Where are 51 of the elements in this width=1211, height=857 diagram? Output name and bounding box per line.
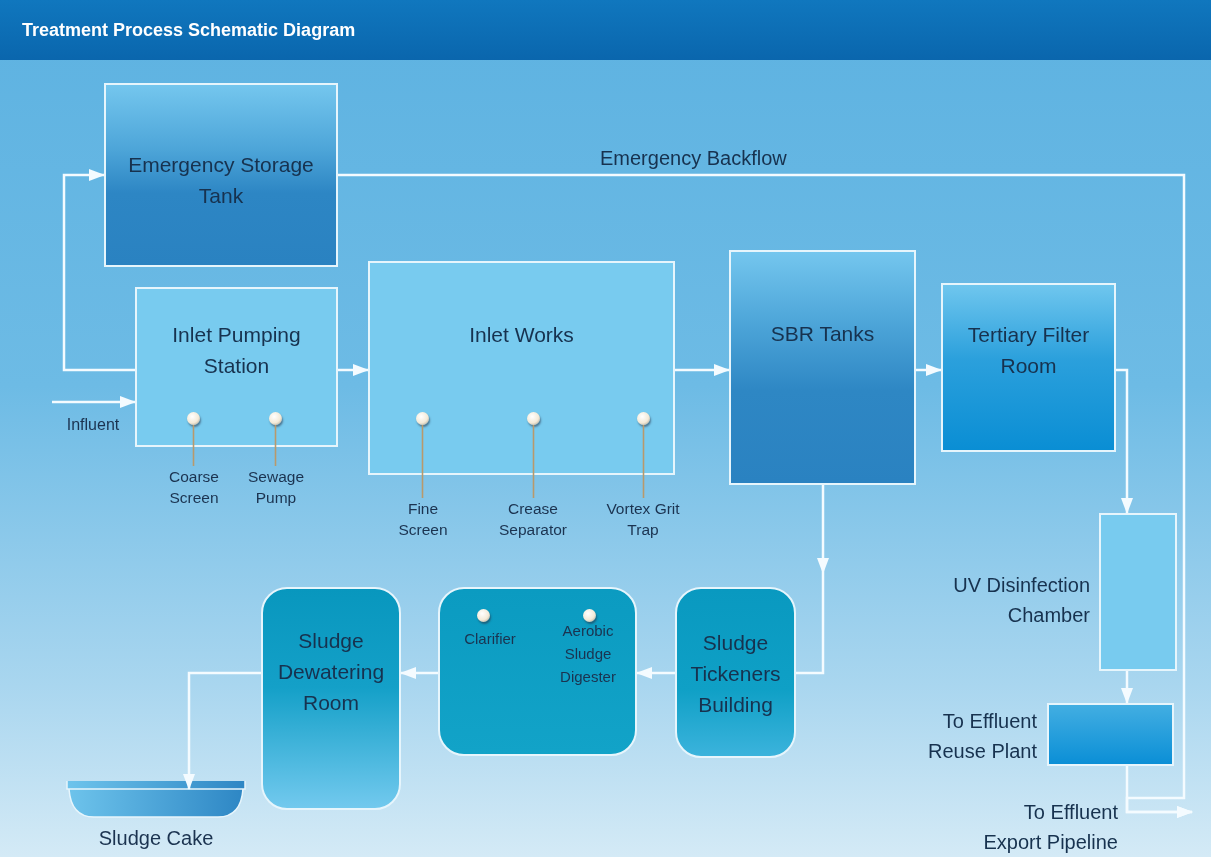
indicator-dot — [187, 412, 200, 425]
leader-line — [642, 424, 645, 499]
leader-line — [192, 424, 195, 467]
flow-arrow — [338, 364, 369, 376]
storage-tank-box — [104, 83, 338, 267]
flow-arrow — [52, 396, 136, 408]
leader-line — [532, 424, 535, 499]
box-label: Emergency Storage Tank — [127, 152, 315, 209]
equipment-label: Clarifier — [463, 629, 517, 649]
flow-arrow — [636, 667, 675, 679]
indicator-dot — [269, 412, 282, 425]
box-label: To Effluent Reuse Plant — [927, 709, 1037, 764]
indicator-dot — [416, 412, 429, 425]
equipment-label: Coarse Screen — [168, 467, 220, 508]
digester-box — [438, 587, 637, 756]
equipment-label: Aerobic Sludge Digester — [559, 621, 617, 687]
edge-label: Emergency Backflow — [600, 146, 788, 171]
flow-arrow — [675, 364, 730, 376]
flow-arrow — [796, 485, 829, 675]
indicator-dot — [637, 412, 650, 425]
building-box — [261, 587, 401, 810]
equipment-label: Fine Screen — [397, 499, 449, 540]
box-label: Inlet Pumping Station — [171, 322, 302, 379]
leader-line — [274, 424, 277, 467]
flow-arrow — [916, 364, 942, 376]
tank-box — [729, 250, 916, 485]
flow-arrow — [183, 671, 261, 790]
flow-arrow — [62, 169, 135, 372]
box-label: Tertiary Filter Room — [966, 322, 1091, 379]
box-label: Sludge Dewatering Room — [276, 628, 386, 716]
process-box — [941, 283, 1116, 452]
indicator-dot — [527, 412, 540, 425]
leader-line — [421, 424, 424, 499]
edge-label: To Effluent Export Pipeline — [982, 800, 1118, 855]
box-label: Sludge Tickeners Building — [689, 630, 782, 718]
equipment-label: Crease Separator — [497, 499, 569, 540]
building-box — [675, 587, 796, 758]
flow-arrow — [1116, 368, 1133, 514]
box-label: UV Disinfection Chamber — [952, 573, 1090, 628]
equipment-label: Sewage Pump — [247, 467, 305, 508]
box-label: Inlet Works — [468, 322, 575, 348]
flow-label: Influent — [65, 415, 121, 435]
flow-arrow — [1121, 671, 1133, 704]
equipment-label: Vortex Grit Trap — [605, 499, 681, 540]
process-box — [135, 287, 338, 447]
box-label: SBR Tanks — [769, 321, 876, 347]
process-box — [368, 261, 675, 475]
flow-arrow — [338, 173, 1193, 818]
diagram-title: Treatment Process Schematic Diagram — [22, 19, 356, 41]
flow-arrow — [400, 667, 438, 679]
tray-label: Sludge Cake — [97, 826, 215, 851]
